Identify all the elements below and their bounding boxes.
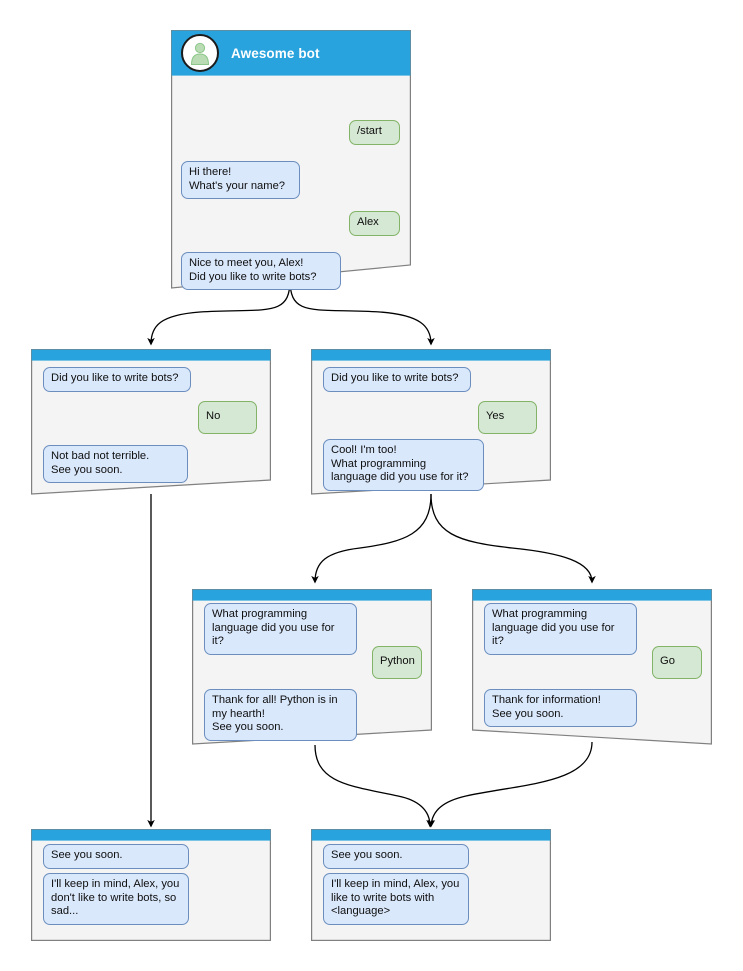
card-answer-yes[interactable]: Did you like to write bots? Yes Cool! I'… — [311, 349, 551, 495]
card-end-sad[interactable]: See you soon. I'll keep in mind, Alex, y… — [31, 829, 271, 941]
bot-avatar-icon — [181, 34, 219, 72]
card-answer-yes-messages: Did you like to write bots? Yes Cool! I'… — [311, 361, 551, 495]
message-bubble-bot: See you soon. — [323, 844, 469, 869]
edge-python-to-end-happy — [314, 744, 434, 828]
card-answer-no[interactable]: Did you like to write bots? No Not bad n… — [31, 349, 271, 495]
message-bubble-user: Go — [652, 646, 702, 679]
card-answer-no-content: Did you like to write bots? No Not bad n… — [31, 349, 271, 495]
message-bubble-bot: What programming language did you use fo… — [484, 603, 637, 655]
edge-yes-to-go — [430, 493, 596, 584]
card-lang-python-messages: What programming language did you use fo… — [192, 601, 432, 745]
card-start[interactable]: Awesome bot /start Hi there! What's your… — [171, 30, 411, 291]
bot-name-label: Awesome bot — [231, 45, 320, 61]
message-bubble-bot: Thank for information! See you soon. — [484, 689, 637, 728]
card-answer-no-messages: Did you like to write bots? No Not bad n… — [31, 361, 271, 495]
edge-go-to-end-happy — [427, 741, 593, 828]
message-bubble-user: Python — [372, 646, 422, 679]
card-start-content: Awesome bot /start Hi there! What's your… — [171, 30, 411, 291]
message-bubble-bot: Nice to meet you, Alex! Did you like to … — [181, 252, 341, 291]
edge-yes-to-python — [311, 493, 432, 584]
card-lang-go[interactable]: What programming language did you use fo… — [472, 589, 712, 745]
card-lang-go-messages: What programming language did you use fo… — [472, 601, 712, 745]
card-lang-python-content: What programming language did you use fo… — [192, 589, 432, 745]
message-bubble-bot: Did you like to write bots? — [43, 367, 191, 392]
message-bubble-bot: Cool! I'm too! What programming language… — [323, 439, 484, 491]
card-start-titlebar: Awesome bot — [171, 30, 411, 76]
card-lang-python[interactable]: What programming language did you use fo… — [192, 589, 432, 745]
message-bubble-bot: Hi there! What's your name? — [181, 161, 300, 200]
message-bubble-user: Alex — [349, 211, 400, 236]
message-bubble-user: Yes — [478, 401, 537, 434]
card-start-messages: /start Hi there! What's your name? Alex … — [171, 76, 411, 291]
card-end-happy-content: See you soon. I'll keep in mind, Alex, y… — [311, 829, 551, 941]
message-bubble-bot: I'll keep in mind, Alex, you don't like … — [43, 873, 189, 925]
card-end-sad-messages: See you soon. I'll keep in mind, Alex, y… — [31, 841, 271, 941]
card-end-sad-content: See you soon. I'll keep in mind, Alex, y… — [31, 829, 271, 941]
card-lang-go-content: What programming language did you use fo… — [472, 589, 712, 745]
message-bubble-user: No — [198, 401, 257, 434]
message-bubble-bot: Not bad not terrible. See you soon. — [43, 445, 188, 484]
message-bubble-bot: Thank for all! Python is in my hearth! S… — [204, 689, 357, 741]
card-end-happy-messages: See you soon. I'll keep in mind, Alex, y… — [311, 841, 551, 941]
message-bubble-bot: I'll keep in mind, Alex, you like to wri… — [323, 873, 469, 925]
card-answer-yes-content: Did you like to write bots? Yes Cool! I'… — [311, 349, 551, 495]
card-end-happy[interactable]: See you soon. I'll keep in mind, Alex, y… — [311, 829, 551, 941]
message-bubble-bot: Did you like to write bots? — [323, 367, 471, 392]
message-bubble-bot: What programming language did you use fo… — [204, 603, 357, 655]
message-bubble-bot: See you soon. — [43, 844, 189, 869]
message-bubble-user: /start — [349, 120, 400, 145]
